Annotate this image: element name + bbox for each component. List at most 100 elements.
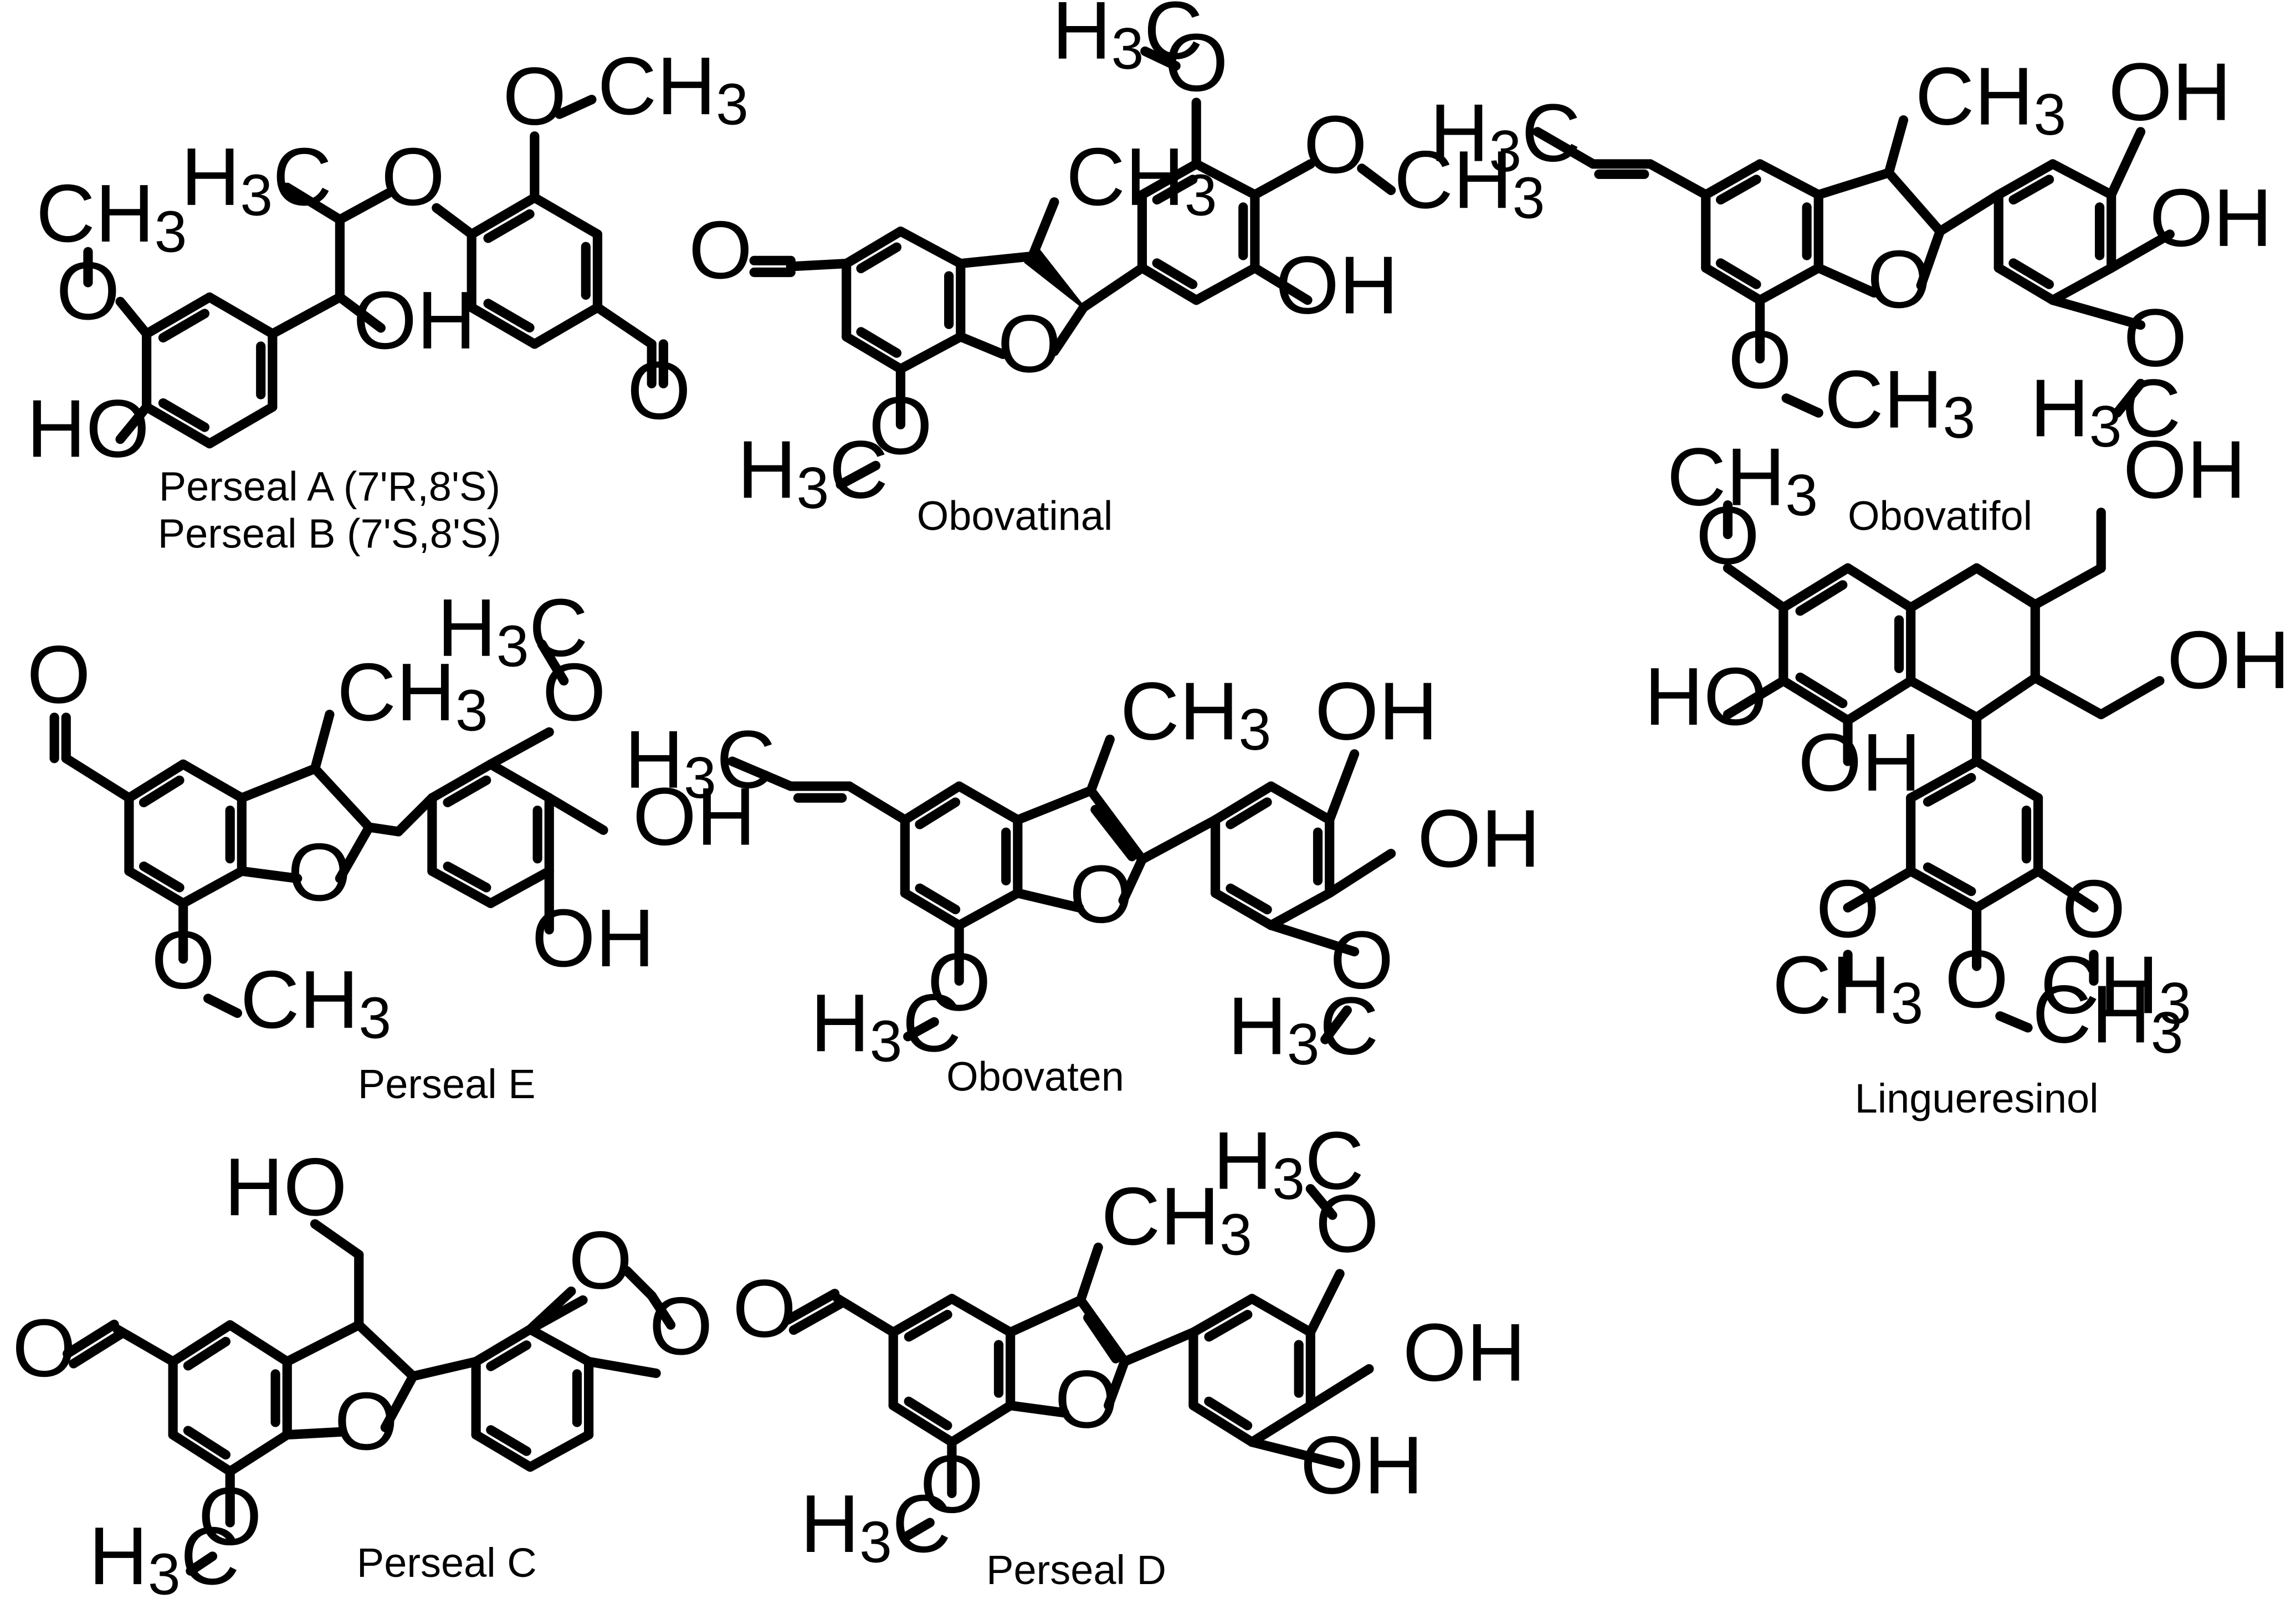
bond xyxy=(1250,159,1315,200)
bond xyxy=(335,292,386,333)
bond xyxy=(203,993,243,1018)
benzene-ring-bond xyxy=(895,226,966,269)
atom-label: O xyxy=(542,647,606,738)
bond xyxy=(584,1356,661,1379)
double-bond xyxy=(915,797,961,829)
bond xyxy=(237,763,320,803)
bond xyxy=(380,1371,418,1432)
bond xyxy=(1266,920,1360,957)
compound-name-obovatinal: Obovatinal xyxy=(917,493,1113,539)
atom-label: O xyxy=(56,245,120,337)
double-bond xyxy=(2008,175,2054,205)
double-bond xyxy=(783,1289,840,1325)
double-bond xyxy=(486,1425,531,1456)
benzene-ring-bond xyxy=(204,402,278,449)
bond xyxy=(537,639,569,686)
bond xyxy=(956,251,1037,269)
benzene-ring-bond xyxy=(1843,563,1916,613)
benzene-ring-bond xyxy=(1779,676,1853,725)
atom-label: OH xyxy=(1417,793,1540,884)
bond xyxy=(112,1324,178,1367)
benzene-ring-bond xyxy=(1701,159,1765,200)
double-bond xyxy=(443,862,491,893)
atom-label: O xyxy=(627,345,691,437)
atom-label: O xyxy=(689,204,752,296)
atom-label: O xyxy=(1696,490,1760,581)
bond xyxy=(1320,1005,1352,1044)
bond xyxy=(1995,1011,2033,1033)
bond xyxy=(1079,263,1147,312)
bond xyxy=(1006,1295,1086,1338)
benzene-ring-bond xyxy=(1755,159,1823,200)
double-bond xyxy=(1152,258,1198,289)
benzene-ring-bond xyxy=(168,1429,235,1477)
benzene-ring-bond xyxy=(1188,1294,1257,1338)
double-bond xyxy=(1923,773,1976,807)
compound-name-perseal-d: Perseal D xyxy=(986,1547,1166,1593)
bond xyxy=(1906,563,1982,613)
double-bond xyxy=(1204,1310,1253,1342)
atom-label: H3C xyxy=(437,582,588,679)
double-bond xyxy=(443,775,491,807)
atom-label: O xyxy=(1945,934,2008,1025)
benzene-ring-bond xyxy=(1266,781,1335,825)
bond xyxy=(1906,676,1982,722)
bond xyxy=(1357,163,1396,196)
double-bond xyxy=(904,1310,952,1342)
compound-name-perseal-c: Perseal C xyxy=(357,1540,537,1586)
atom-label: CH3 xyxy=(1824,354,1976,450)
bond xyxy=(1305,1184,1337,1220)
double-bond xyxy=(69,1329,125,1369)
bond xyxy=(61,754,134,803)
atom-label: O xyxy=(151,915,215,1006)
double-bond xyxy=(1090,804,1137,862)
bond xyxy=(1533,127,1598,169)
benzene-ring-bond xyxy=(525,1324,594,1367)
atom-label: O xyxy=(1054,1354,1118,1445)
benzene-ring-bond xyxy=(124,866,188,908)
atom-label: CH3 xyxy=(597,40,748,137)
double-bond xyxy=(139,861,184,893)
atom-label: O xyxy=(732,1263,796,1355)
double-bond xyxy=(1795,580,1848,616)
bond xyxy=(844,781,910,825)
bond xyxy=(282,1427,346,1440)
atom-label: CH3 xyxy=(36,168,187,264)
bond-layer xyxy=(49,46,2175,1576)
bond xyxy=(354,1320,418,1381)
bond xyxy=(310,709,335,773)
bond xyxy=(833,1294,898,1338)
compound-name-obovatifol: Obovatifol xyxy=(1848,493,2032,539)
bond xyxy=(544,793,608,835)
bond xyxy=(1305,1364,1374,1411)
bond xyxy=(1325,749,1360,825)
atom-label: OH xyxy=(2149,172,2272,264)
benzene-ring-bond xyxy=(1210,888,1276,930)
atom-label: O xyxy=(1304,99,1367,191)
bond xyxy=(1935,189,2003,237)
double-bond xyxy=(2008,258,2054,289)
double-bond xyxy=(788,1299,845,1335)
compound-name-perseal-ab: Perseal A (7'R,8'S) xyxy=(159,464,500,510)
atom-label: O xyxy=(649,1280,713,1372)
atom-label: HO xyxy=(1644,651,1767,742)
bond xyxy=(1972,563,2040,609)
bond xyxy=(1916,226,1945,290)
bond xyxy=(1140,46,1181,71)
atom-label: CH3 xyxy=(1667,432,1818,528)
atom-label: O xyxy=(288,827,351,918)
bond xyxy=(393,793,437,837)
bond xyxy=(1813,168,1894,200)
atom-label: O xyxy=(2062,863,2125,955)
bond xyxy=(1104,1356,1130,1411)
bond xyxy=(956,332,1008,360)
compound-name-layer: Perseal A (7'R,8'S)Perseal B (7'S,8'S)Ob… xyxy=(158,464,2099,1593)
benzene-ring-bond xyxy=(525,1429,594,1472)
benzene-ring-bond xyxy=(427,866,496,908)
bond xyxy=(622,1266,657,1301)
atom-label: CH3 xyxy=(1915,51,2067,147)
atom-label: OH xyxy=(1275,239,1398,331)
bond xyxy=(310,763,374,832)
benzene-ring-bond xyxy=(178,866,247,908)
bond xyxy=(282,1320,364,1367)
